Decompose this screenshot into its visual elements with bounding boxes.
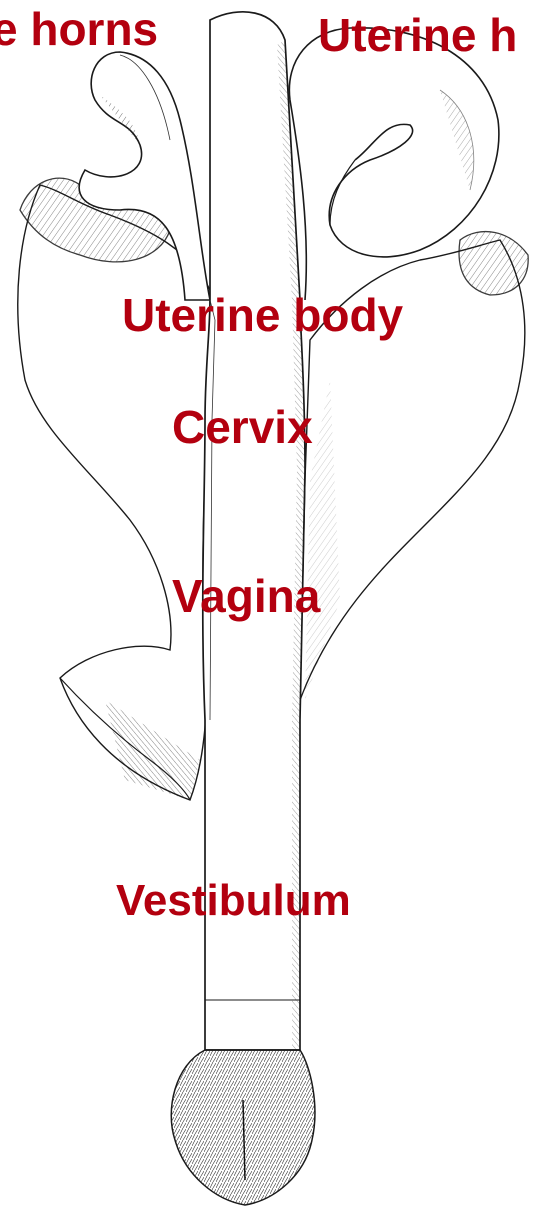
- label-cervix: Cervix: [172, 404, 313, 450]
- label-vestibulum: Vestibulum: [116, 879, 351, 923]
- label-vagina: Vagina: [172, 573, 320, 619]
- label-uterine-horns-right: Uterine h: [318, 12, 517, 58]
- uterine-horn-left: [79, 52, 210, 300]
- ovary-right: [459, 232, 528, 295]
- label-uterine-body: Uterine body: [122, 292, 403, 338]
- label-uterine-horns-left: e horns: [0, 6, 158, 52]
